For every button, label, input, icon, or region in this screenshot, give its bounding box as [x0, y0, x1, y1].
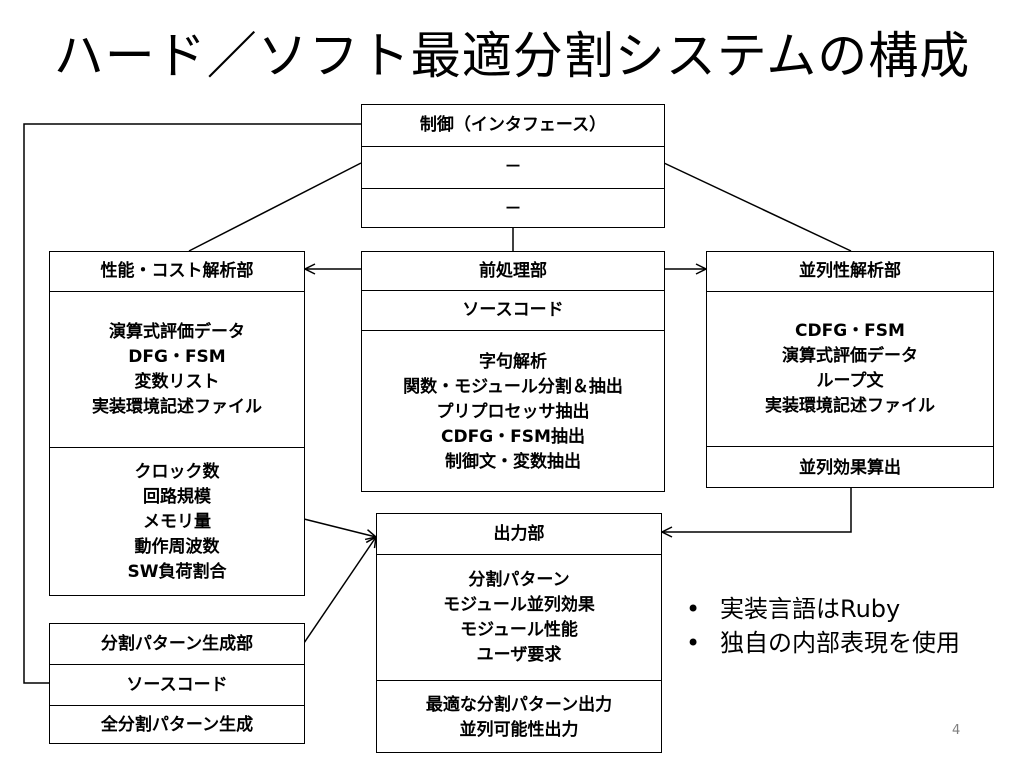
gen-action: 全分割パターン生成	[50, 705, 304, 745]
list-item: モジュール並列効果	[443, 594, 595, 615]
list-item: CDFG・FSM抽出	[441, 426, 585, 447]
pre-tasks: 字句解析 関数・モジュール分割＆抽出 プリプロセッサ抽出 CDFG・FSM抽出 …	[362, 330, 664, 493]
list-item: DFG・FSM	[128, 346, 226, 367]
list-item: 演算式評価データ	[782, 346, 918, 366]
list-item: 動作周波数	[134, 537, 220, 557]
page-number: 4	[952, 723, 961, 738]
pre-header: 前処理部	[479, 260, 547, 281]
edge-control-gen	[23, 123, 361, 684]
para-inputs: CDFG・FSM 演算式評価データ ループ文 実装環境記述ファイル	[707, 291, 993, 446]
edge-gen-out	[303, 537, 376, 644]
list-item: 実装環境記述ファイル	[765, 396, 935, 416]
edge-perf-out	[303, 518, 376, 537]
list-item: 変数リスト	[134, 371, 220, 392]
output-box: 出力部 分割パターン モジュール並列効果 モジュール性能 ユーザ要求 最適な分割…	[376, 513, 662, 753]
list-item: 並列可能性出力	[459, 719, 579, 740]
pre-input: ソースコード	[362, 290, 664, 330]
perf-analysis-box: 性能・コスト解析部 演算式評価データ DFG・FSM 変数リスト 実装環境記述フ…	[49, 251, 305, 596]
list-item: 独自の内部表現を使用	[680, 626, 960, 660]
para-output: 並列効果算出	[707, 446, 993, 489]
list-item: クロック数	[134, 462, 220, 482]
slide-title: ハード／ソフト最適分割システムの構成	[53, 27, 971, 85]
list-item: 回路規模	[143, 487, 211, 507]
list-item: 実装環境記述ファイル	[92, 396, 262, 417]
list-item: プリプロセッサ抽出	[436, 401, 590, 422]
gen-header: 分割パターン生成部	[100, 633, 254, 654]
notes-list: 実装言語はRuby 独自の内部表現を使用	[680, 592, 960, 660]
list-item: 関数・モジュール分割＆抽出	[403, 376, 623, 397]
parallel-analysis-box: 並列性解析部 CDFG・FSM 演算式評価データ ループ文 実装環境記述ファイル…	[706, 251, 994, 488]
gen-input: ソースコード	[50, 664, 304, 705]
edge-para-out	[662, 487, 852, 532]
control-operation: －	[362, 188, 664, 229]
list-item: 制御文・変数抽出	[445, 451, 581, 472]
list-item: 分割パターン	[468, 569, 570, 590]
list-item: SW負荷割合	[127, 562, 227, 582]
perf-inputs: 演算式評価データ DFG・FSM 変数リスト 実装環境記述ファイル	[50, 291, 304, 447]
out-header: 出力部	[493, 523, 545, 544]
edge-control-perf	[188, 162, 362, 252]
preprocess-box: 前処理部 ソースコード 字句解析 関数・モジュール分割＆抽出 プリプロセッサ抽出…	[361, 251, 665, 492]
list-item: ループ文	[816, 371, 884, 391]
control-attribute: －	[362, 146, 664, 188]
control-interface-box: 制御（インタフェース） － －	[361, 104, 665, 228]
out-results: 最適な分割パターン出力 並列可能性出力	[377, 680, 661, 754]
list-item: 最適な分割パターン出力	[425, 694, 613, 715]
pattern-generator-box: 分割パターン生成部 ソースコード 全分割パターン生成	[49, 623, 305, 744]
perf-outputs: クロック数 回路規模 メモリ量 動作周波数 SW負荷割合	[50, 447, 304, 597]
list-item: メモリ量	[143, 512, 211, 532]
para-header: 並列性解析部	[799, 261, 901, 281]
perf-header: 性能・コスト解析部	[100, 261, 254, 281]
list-item: 演算式評価データ	[109, 321, 245, 342]
list-item: ユーザ要求	[476, 644, 562, 665]
control-header: 制御（インタフェース）	[419, 115, 607, 135]
list-item: モジュール性能	[460, 619, 578, 640]
list-item: 実装言語はRuby	[680, 592, 960, 626]
out-items: 分割パターン モジュール並列効果 モジュール性能 ユーザ要求	[377, 554, 661, 680]
list-item: CDFG・FSM	[795, 321, 905, 341]
edge-control-para	[663, 162, 852, 252]
list-item: 字句解析	[479, 351, 547, 372]
